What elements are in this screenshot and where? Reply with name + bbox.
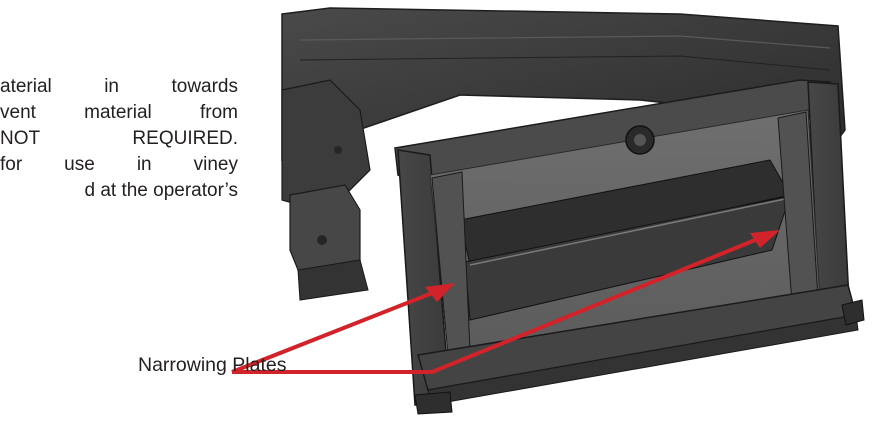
body-paragraph: aterial in towards vent material from NO… [0, 74, 238, 204]
housing-seam [299, 55, 831, 71]
bolt [334, 146, 342, 154]
paragraph-line: vent material from [0, 102, 238, 123]
callout-arrow-right [232, 234, 766, 374]
bolt [317, 235, 327, 245]
callout-arrow-left [231, 288, 441, 374]
callout-arrow-right-head [750, 230, 780, 248]
skid-left [414, 391, 453, 415]
side-mount [281, 79, 371, 206]
callout-arrow-left-head [425, 283, 455, 302]
callout-label: Narrowing Plates [138, 354, 287, 376]
paragraph-line: NOT REQUIRED. [0, 128, 238, 149]
paragraph-line: aterial in towards [0, 76, 238, 97]
rotor-lower [464, 195, 791, 321]
side-bracket [297, 259, 369, 301]
center-pivot-cap [634, 134, 646, 146]
housing-seam [299, 35, 831, 49]
paragraph-line: for use in viney [0, 154, 238, 175]
skid-right [841, 299, 865, 326]
paragraph-line: d at the operator’s [84, 180, 238, 201]
rotor-edge [469, 197, 791, 266]
